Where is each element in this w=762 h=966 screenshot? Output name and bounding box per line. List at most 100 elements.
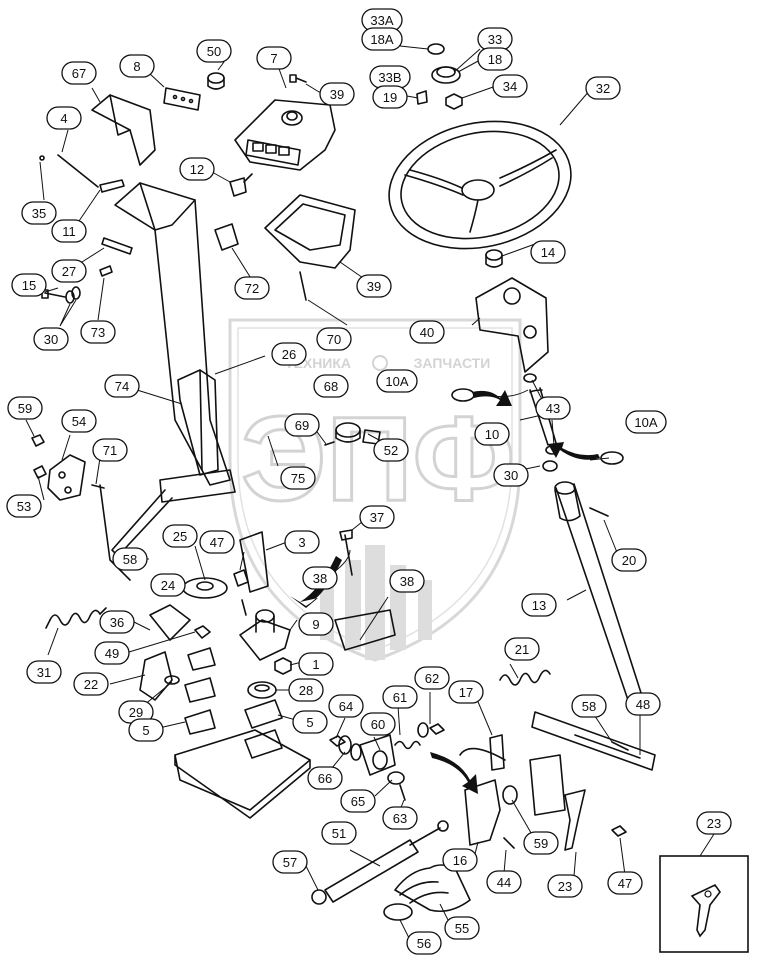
callout-64: 64: [328, 694, 364, 718]
callout-text: 57: [283, 855, 297, 870]
inset-detail-23: [659, 855, 749, 953]
callout-text: 29: [129, 705, 143, 720]
callout-text: 26: [282, 347, 296, 362]
callout-21: 21: [504, 637, 540, 661]
callout-16: 16: [442, 848, 478, 872]
callout-text: 37: [370, 510, 384, 525]
callout-text: 56: [417, 936, 431, 951]
gear-icon: [372, 355, 388, 371]
callout-68: 68: [313, 374, 349, 398]
callout-text: 47: [210, 535, 224, 550]
callout-31: 31: [26, 660, 62, 684]
callout-38: 38: [389, 569, 425, 593]
callout-text: 72: [245, 281, 259, 296]
callout-text: 11: [62, 224, 76, 239]
callout-17: 17: [448, 680, 484, 704]
callout-text: 50: [207, 44, 221, 59]
callout-text: 58: [582, 699, 596, 714]
callout-55: 55: [444, 916, 480, 940]
callout-8: 8: [119, 54, 155, 78]
column-housing: [114, 182, 231, 486]
callout-27: 27: [51, 259, 87, 283]
callout-text: 34: [503, 79, 517, 94]
callout-text: 18A: [370, 32, 393, 47]
callout-32: 32: [585, 76, 621, 100]
callout-18: 18: [477, 47, 513, 71]
callout-text: 38: [313, 571, 327, 586]
callout-text: 33A: [370, 13, 393, 28]
callout-59: 59: [523, 831, 559, 855]
callout-text: 30: [44, 332, 58, 347]
callout-text: 47: [618, 876, 632, 891]
parts-line-art: [31, 43, 656, 921]
callout-text: 39: [367, 279, 381, 294]
callout-text: 35: [32, 206, 46, 221]
callout-text: 55: [455, 921, 469, 936]
callout-text: 31: [37, 665, 51, 680]
callout-44: 44: [486, 870, 522, 894]
callout-61: 61: [382, 685, 418, 709]
callout-30: 30: [493, 463, 529, 487]
callout-text: 14: [541, 245, 555, 260]
callout-52: 52: [373, 438, 409, 462]
callout-text: 5: [142, 723, 149, 738]
callout-74: 74: [104, 374, 140, 398]
gas-strut: [311, 820, 449, 905]
callout-text: 16: [453, 853, 467, 868]
callout-text: 74: [115, 379, 129, 394]
callout-text: 59: [534, 836, 548, 851]
callout-69: 69: [284, 413, 320, 437]
callout-text: 25: [173, 529, 187, 544]
callout-9: 9: [298, 612, 334, 636]
callout-text: 23: [707, 816, 721, 831]
callout-text: 15: [22, 278, 36, 293]
callout-text: 3: [298, 535, 305, 550]
callout-text: 63: [393, 811, 407, 826]
callout-text: 73: [91, 325, 105, 340]
callout-66: 66: [307, 766, 343, 790]
callout-37: 37: [359, 505, 395, 529]
callout-text: 36: [110, 615, 124, 630]
callout-70: 70: [316, 327, 352, 351]
callout-text: 67: [72, 66, 86, 81]
callout-text: 7: [270, 51, 277, 66]
callout-text: 12: [190, 162, 204, 177]
callout-28: 28: [288, 678, 324, 702]
callout-63: 63: [382, 806, 418, 830]
callout-text: 54: [72, 414, 86, 429]
callout-text: 70: [327, 332, 341, 347]
callout-text: 62: [425, 671, 439, 686]
callout-text: 44: [497, 875, 511, 890]
callout-11: 11: [51, 219, 87, 243]
callout-48: 48: [625, 692, 661, 716]
callout-10a: 10A: [376, 369, 418, 393]
callout-text: 66: [318, 771, 332, 786]
callout-29: 29: [118, 700, 154, 724]
callout-12: 12: [179, 157, 215, 181]
callout-text: 30: [504, 468, 518, 483]
callout-text: 21: [515, 642, 529, 657]
callout-text: 4: [60, 111, 67, 126]
callout-4: 4: [46, 106, 82, 130]
watermark: ТЕХНИКА ЗАПЧАСТИ ЭПФ: [228, 318, 522, 662]
callout-71: 71: [92, 438, 128, 462]
arrows: [290, 390, 600, 794]
callout-text: 68: [324, 379, 338, 394]
callout-text: 32: [596, 81, 610, 96]
callout-text: 59: [18, 401, 32, 416]
callout-50: 50: [196, 39, 232, 63]
callout-text: 61: [393, 690, 407, 705]
callout-73: 73: [80, 320, 116, 344]
callout-text: 52: [384, 443, 398, 458]
callout-36: 36: [99, 610, 135, 634]
callout-67: 67: [61, 61, 97, 85]
callout-text: 58: [123, 552, 137, 567]
callout-40: 40: [409, 320, 445, 344]
callout-47: 47: [199, 530, 235, 554]
callout-57: 57: [272, 850, 308, 874]
callout-43: 43: [535, 396, 571, 420]
callout-text: 24: [161, 578, 175, 593]
callout-13: 13: [521, 593, 557, 617]
